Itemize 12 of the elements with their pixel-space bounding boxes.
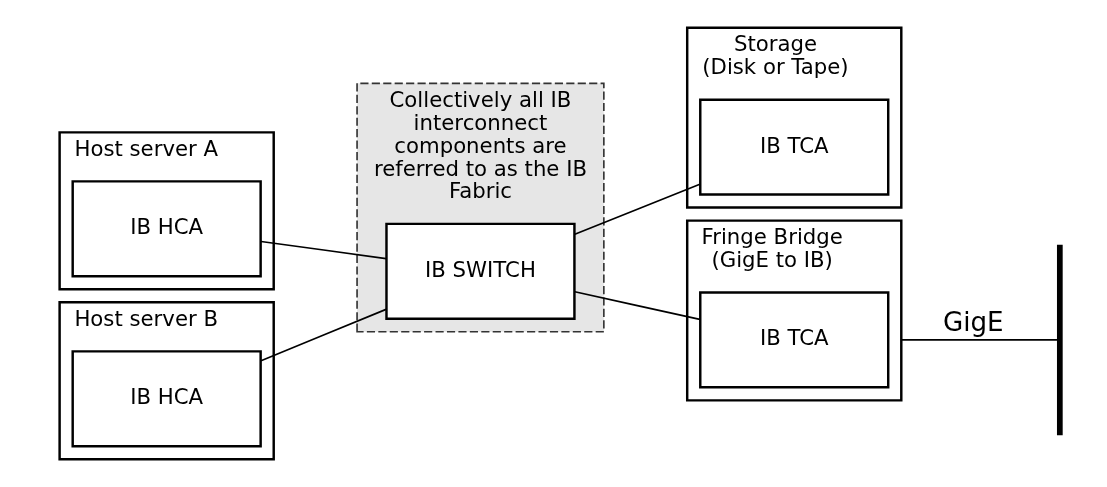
connector (259, 308, 387, 362)
node-box: IB TCA (698, 98, 889, 196)
node-bar (1056, 244, 1063, 436)
connector (573, 183, 701, 235)
edge-label: GigE (942, 307, 1004, 338)
node-box: IB HCA (70, 180, 262, 278)
connector (900, 339, 1059, 341)
node-box: IB TCA (698, 291, 889, 389)
node-box: IB SWITCH (384, 222, 576, 320)
connector (259, 240, 387, 260)
connector (573, 290, 701, 321)
node-box: IB HCA (70, 350, 262, 448)
